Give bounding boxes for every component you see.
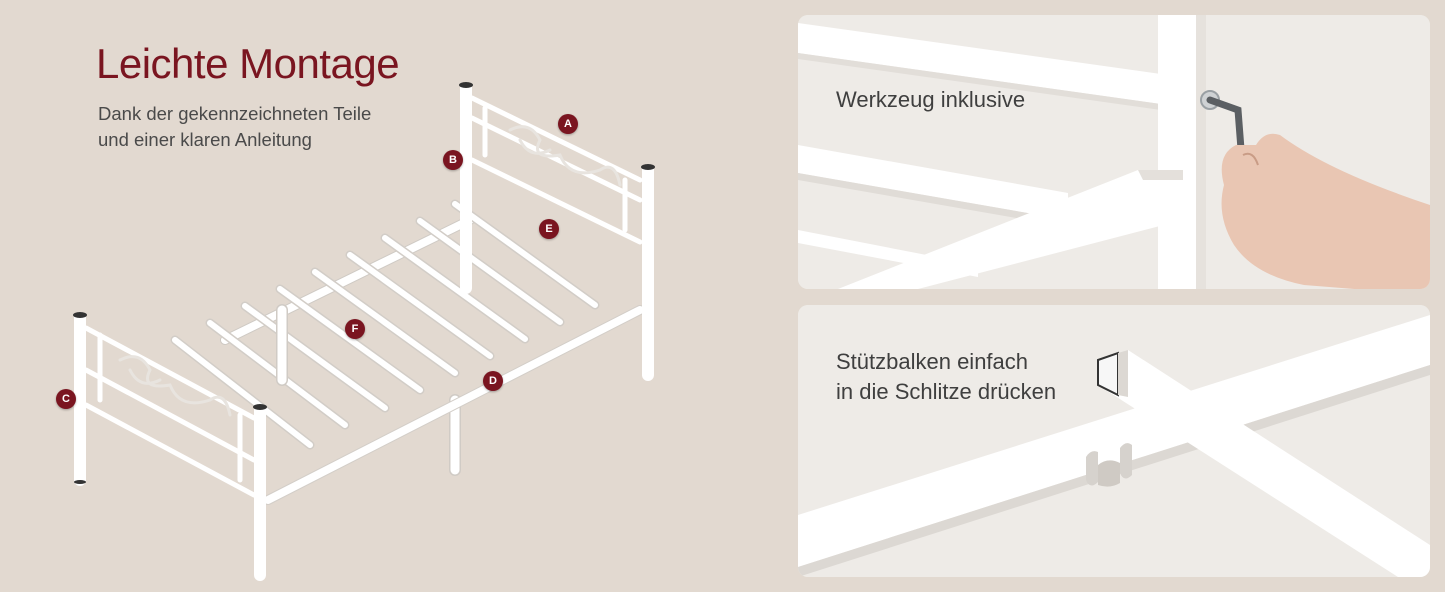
panel-support-slots: Stützbalken einfach in die Schlitze drüc…	[798, 305, 1430, 577]
bed-frame-illustration	[73, 82, 655, 581]
tool-caption: Werkzeug inklusive	[836, 87, 1026, 112]
panel-tool-included: Werkzeug inklusive	[798, 15, 1430, 289]
tool-closeup-illustration	[798, 15, 1430, 289]
page-title: Leichte Montage	[96, 40, 400, 87]
slot-caption-line-1: Stützbalken einfach	[836, 349, 1029, 374]
slot-closeup-illustration	[798, 305, 1430, 577]
slot-caption: Stützbalken einfach in die Schlitze drüc…	[836, 347, 1056, 407]
subtitle: Dank der gekennzeichneten Teile und eine…	[98, 101, 428, 153]
footboard	[74, 312, 266, 581]
subtitle-line-2: und einer klaren Anleitung	[98, 129, 312, 150]
slot-caption-line-2: in die Schlitze drücken	[836, 379, 1057, 404]
headboard	[460, 82, 654, 381]
subtitle-line-1: Dank der gekennzeichneten Teile	[98, 103, 372, 124]
